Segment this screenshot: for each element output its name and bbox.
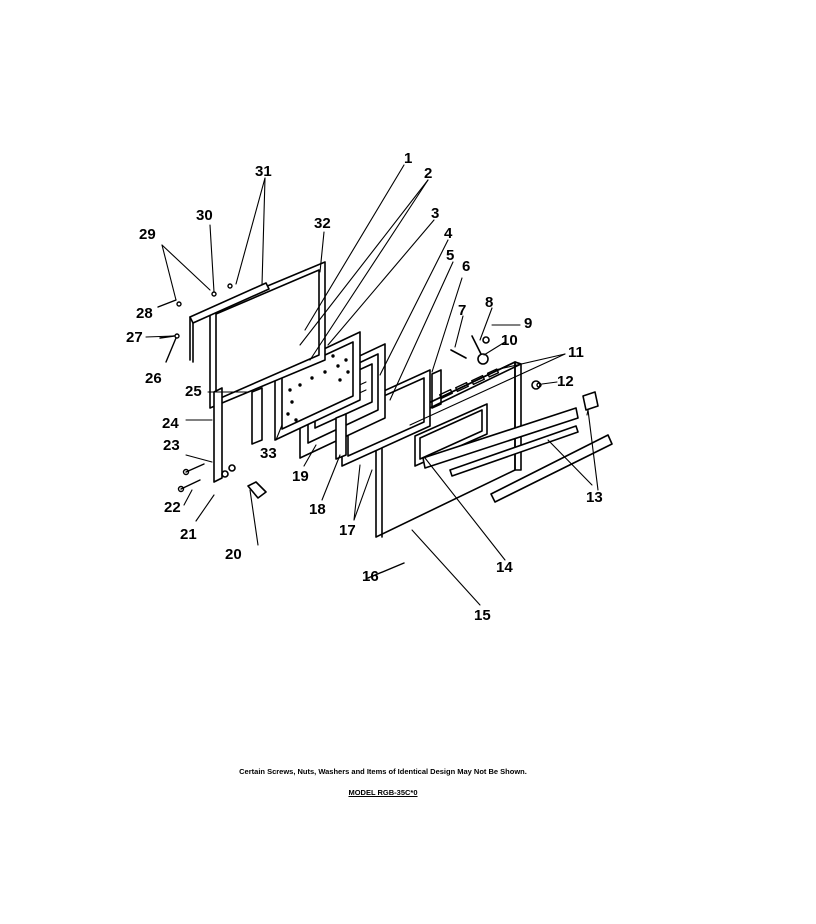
callout-9: 9 (524, 315, 532, 332)
callout-28: 28 (136, 305, 153, 322)
outer-door-panel (376, 362, 521, 537)
callout-14: 14 (496, 559, 513, 576)
callout-7: 7 (458, 302, 466, 319)
callout-22: 22 (164, 499, 181, 516)
callout-6: 6 (462, 258, 470, 275)
callout-26: 26 (145, 370, 162, 387)
callout-13: 13 (586, 489, 603, 506)
callout-25: 25 (185, 383, 202, 400)
callout-16: 16 (362, 568, 379, 585)
handle-trim-strips (423, 392, 612, 502)
callout-29: 29 (139, 226, 156, 243)
door-hinges (214, 388, 346, 498)
callout-31: 31 (255, 163, 272, 180)
door-liner (190, 262, 325, 408)
callout-21: 21 (180, 526, 197, 543)
model-number: MODEL RGB-35C*0 (348, 788, 418, 797)
callout-2: 2 (424, 165, 432, 182)
callout-32: 32 (314, 215, 331, 232)
callout-15: 15 (474, 607, 491, 624)
callout-labels: 1 2 3 4 5 6 7 8 9 10 11 12 13 14 15 16 1… (126, 150, 603, 624)
callout-30: 30 (196, 207, 213, 224)
callout-18: 18 (309, 501, 326, 518)
callout-1: 1 (404, 150, 412, 167)
callout-5: 5 (446, 247, 454, 264)
callout-27: 27 (126, 329, 143, 346)
disclaimer-note: Certain Screws, Nuts, Washers and Items … (239, 767, 527, 776)
callout-20: 20 (225, 546, 242, 563)
callout-12: 12 (557, 373, 574, 390)
callout-10: 10 (501, 332, 518, 349)
callout-4: 4 (444, 225, 453, 242)
callout-33: 33 (260, 445, 277, 462)
screws-and-pins (158, 283, 542, 578)
leader-lines (146, 165, 598, 605)
insulation-panel (275, 332, 360, 440)
callout-24: 24 (162, 415, 179, 432)
callout-19: 19 (292, 468, 309, 485)
callout-23: 23 (163, 437, 180, 454)
callout-17: 17 (339, 522, 356, 539)
callout-8: 8 (485, 294, 493, 311)
callout-3: 3 (431, 205, 439, 222)
door-hinge-hardware (432, 336, 541, 408)
callout-11: 11 (568, 344, 584, 361)
